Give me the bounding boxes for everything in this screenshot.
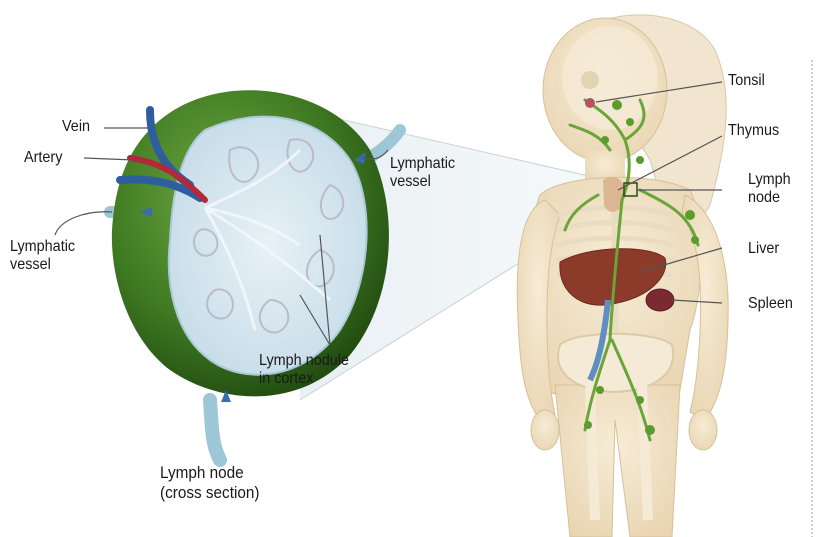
label-vein: Vein: [62, 118, 90, 136]
label-spleen: Spleen: [748, 295, 793, 313]
spleen-organ: [646, 289, 674, 311]
label-lymphatic-vessel-top: Lymphatic vessel: [390, 155, 455, 191]
label-artery: Artery: [24, 149, 62, 167]
label-liver: Liver: [748, 240, 779, 258]
label-thymus: Thymus: [728, 122, 779, 140]
lymph-node-cross-section: [110, 90, 400, 460]
label-lymph-node: Lymph node: [748, 171, 791, 207]
label-lymph-nodule: Lymph nodule in cortex: [259, 352, 349, 388]
label-lymphatic-vessel-left: Lymphatic vessel: [10, 238, 75, 274]
label-tonsil: Tonsil: [728, 72, 765, 90]
label-lymph-node-cross-section: Lymph node (cross section): [160, 463, 259, 503]
child-figure: [517, 15, 728, 537]
